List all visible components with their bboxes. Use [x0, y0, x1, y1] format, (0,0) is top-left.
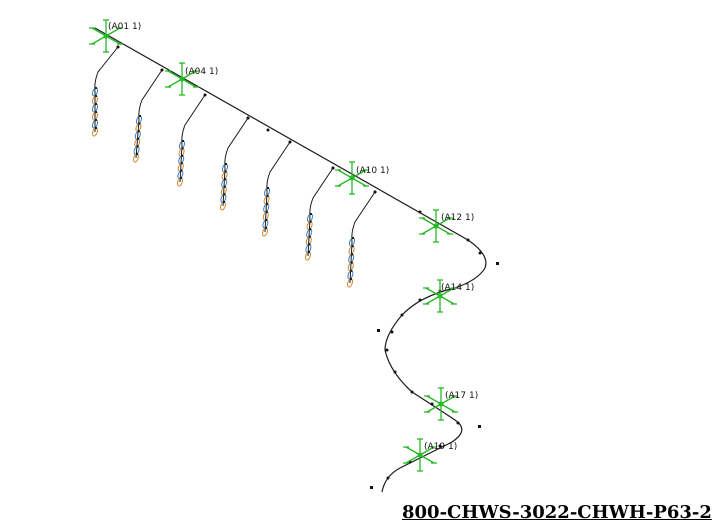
fitting-node [266, 202, 269, 206]
fitting-node [224, 170, 227, 173]
drawing-title: 800-CHWS-3022-CHWH-P63-2 [402, 502, 712, 523]
fitting-node [138, 114, 142, 118]
support-a01: (A01 1) [89, 19, 141, 53]
support-a04: (A04 1) [165, 62, 218, 96]
pipe-node [400, 313, 404, 317]
fitting-node [309, 212, 313, 216]
pipe-node [418, 298, 422, 302]
pipe-node [430, 402, 434, 406]
pipe-node [288, 140, 292, 144]
pipe-node [393, 370, 397, 374]
fitting-node [94, 94, 98, 98]
reference-point [370, 486, 373, 489]
branch-pipe [179, 94, 206, 183]
fitting-node [309, 220, 312, 223]
main-header-pipe [94, 27, 487, 493]
pipe-node [466, 238, 470, 242]
pipe-node [418, 210, 422, 214]
fitting-node [224, 162, 228, 166]
fitting-node [308, 235, 311, 238]
fitting-node [136, 145, 139, 148]
pipe-nodes [116, 45, 482, 480]
pipe-node [390, 330, 394, 334]
branch-pipe [94, 46, 119, 132]
support-label: (A12 1) [441, 213, 474, 223]
fitting-node [223, 185, 226, 188]
support-label: (A17 1) [445, 391, 478, 401]
fitting-node [266, 194, 269, 198]
fitting-node [265, 210, 268, 214]
reference-point [478, 425, 481, 428]
branch-lines [91, 45, 377, 288]
fitting-node [138, 122, 141, 125]
pipe-node [116, 45, 120, 49]
fitting-node [94, 102, 98, 106]
support-a17: (A17 1) [424, 387, 478, 421]
fitting-node [181, 147, 184, 150]
fitting-node [266, 186, 270, 190]
fitting-node [308, 243, 311, 246]
fitting-node [264, 226, 268, 230]
reference-point [377, 329, 380, 332]
pipe-node [160, 68, 164, 72]
fitting-node [179, 176, 183, 180]
support-a10: (A10 1) [335, 161, 389, 195]
fitting-node [137, 137, 140, 140]
branch-pipe [349, 191, 376, 284]
fitting-node [94, 126, 98, 130]
fitting-node [181, 139, 185, 143]
branch-pipe [264, 141, 291, 233]
fitting-node [94, 86, 98, 90]
fitting-node [307, 250, 311, 254]
support-label: (A01 1) [108, 22, 141, 32]
fitting-node [137, 130, 140, 133]
support-a12: (A12 1) [419, 209, 474, 243]
fitting-node [349, 277, 353, 281]
branch-pipe [135, 69, 163, 159]
reference-point [496, 262, 499, 265]
fitting-node [135, 152, 139, 156]
fitting-node [94, 110, 98, 114]
fitting-node [224, 178, 227, 181]
support-label: (A14 1) [441, 283, 474, 293]
pipe-node [385, 348, 389, 352]
fitting-node [309, 228, 312, 231]
reference-points [370, 262, 499, 489]
fitting-node [351, 253, 354, 256]
pipe-node [438, 444, 442, 448]
support-a14: (A14 1) [423, 279, 474, 313]
pipe-node [203, 93, 207, 97]
support-label: (A10 1) [356, 166, 389, 176]
fitting-node [181, 154, 184, 157]
fitting-node [223, 193, 226, 196]
support-a19: (A19 1) [403, 438, 457, 472]
support-label: (A04 1) [185, 67, 218, 77]
fitting-node [351, 245, 354, 248]
pipe-node [456, 421, 460, 425]
pipe-node [410, 390, 414, 394]
fitting-node [350, 269, 353, 272]
pipe-node [266, 128, 270, 132]
branch-pipe [307, 167, 334, 257]
pipe-node [246, 116, 250, 120]
fitting-node [351, 236, 355, 240]
fitting-node [222, 200, 226, 204]
pipe-node [478, 251, 482, 255]
fitting-node [180, 169, 183, 172]
branch-pipe [222, 117, 249, 207]
fitting-node [180, 162, 183, 165]
pipe-node [373, 190, 377, 194]
pipe-node [386, 476, 390, 480]
fitting-node [265, 218, 268, 222]
pipe-node [331, 166, 335, 170]
support-label: (A19 1) [424, 442, 457, 452]
fitting-node [94, 118, 98, 122]
fitting-node [350, 261, 353, 264]
